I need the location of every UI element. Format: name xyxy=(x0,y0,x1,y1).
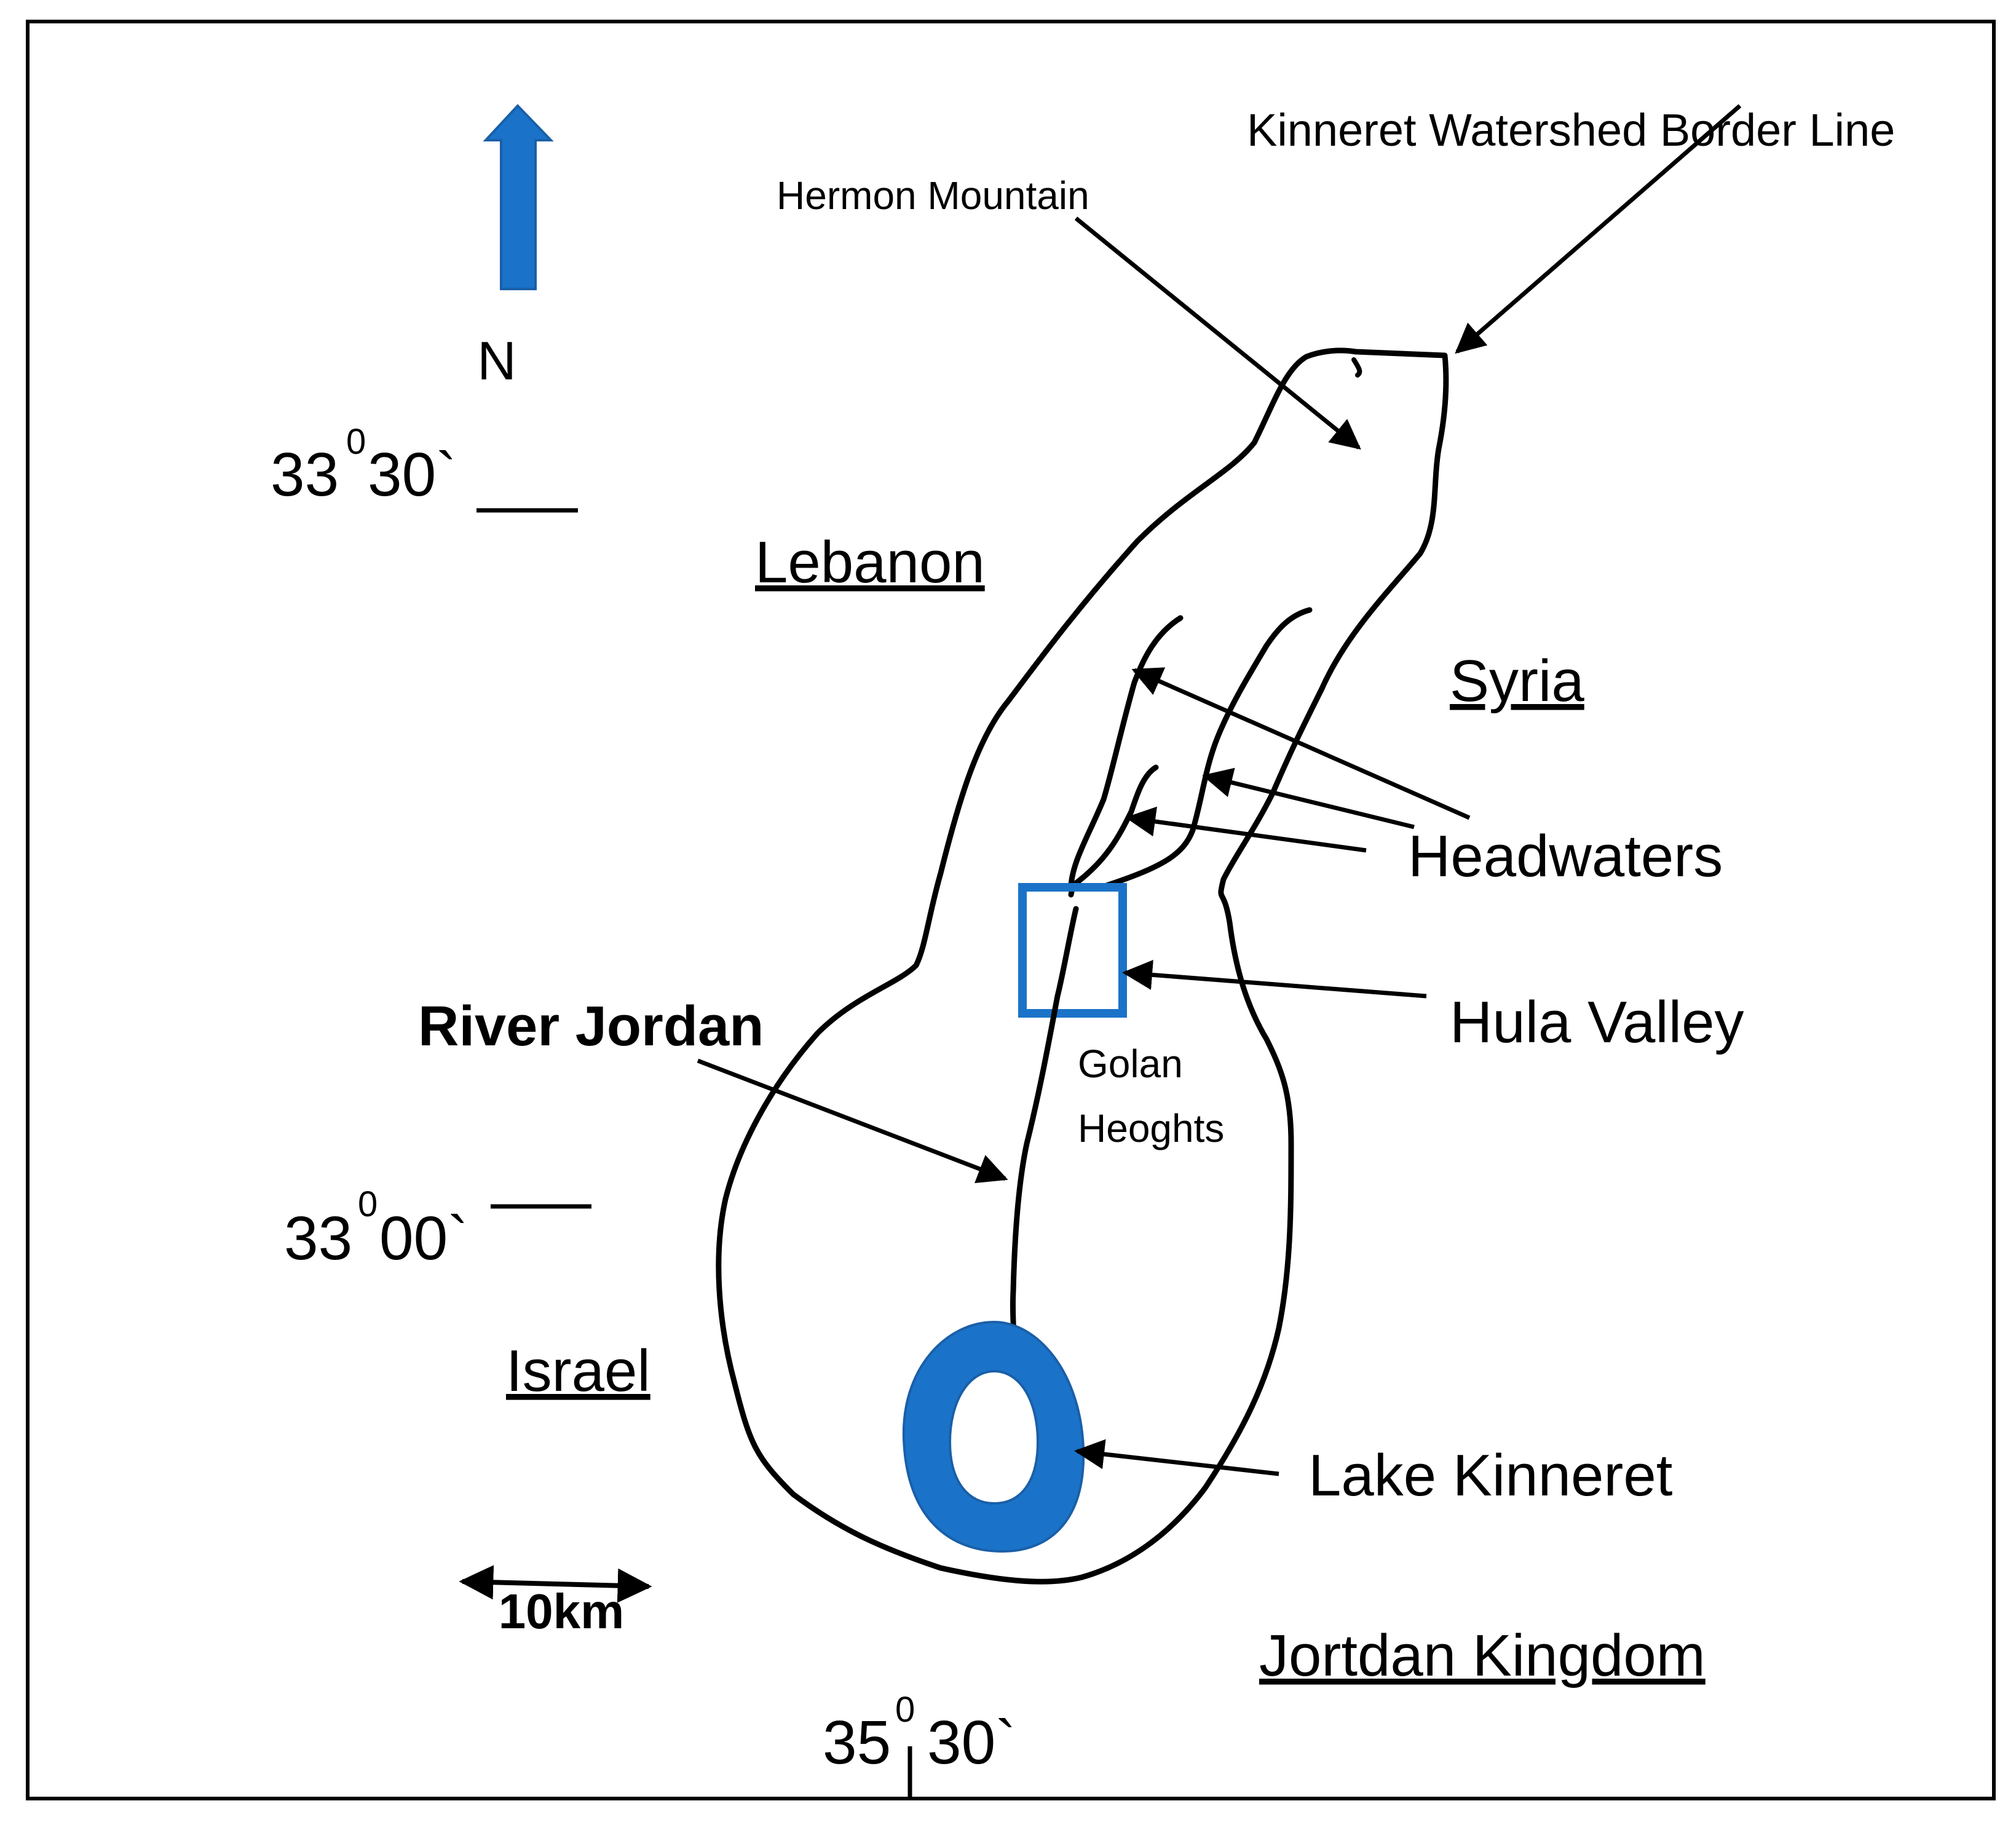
country-syria: Syria xyxy=(1450,648,1584,714)
river-jordan-line xyxy=(1000,906,1079,1350)
headwaters-label: Headwaters xyxy=(1408,823,1723,889)
latitude-degree: 33 xyxy=(271,440,339,509)
annotation-arrows xyxy=(697,104,1742,1476)
latitude-degree-sup: 0 xyxy=(346,422,366,462)
hula-valley-label: Hula Valley xyxy=(1450,989,1744,1055)
arrow-lake xyxy=(1074,1439,1279,1476)
longitude-tick-35-30: 35 0 30` xyxy=(823,1690,1016,1799)
arrow-headwaters-2 xyxy=(1202,767,1415,829)
arrow-headwaters-1 xyxy=(1131,667,1471,820)
scale-bar-line xyxy=(459,1565,652,1603)
country-jordan: Jortdan Kingdom xyxy=(1259,1623,1706,1688)
hula-valley-box xyxy=(1018,883,1127,1018)
country-israel: Israel xyxy=(506,1338,650,1404)
latitude-degree: 33 xyxy=(284,1204,352,1273)
latitude-tick-33-30: 33 0 30` xyxy=(271,422,578,513)
lake-kinneret-label: Lake Kinneret xyxy=(1308,1443,1672,1508)
headwater-streams xyxy=(1068,607,1313,898)
arrow-watershed-border xyxy=(1455,104,1742,354)
map-frame xyxy=(26,20,1996,1800)
longitude-minutes: 30` xyxy=(927,1708,1016,1777)
longitude-degree-sup: 0 xyxy=(895,1690,915,1730)
lake-kinneret-icon xyxy=(902,1320,1085,1553)
latitude-tick-33-00: 33 0 00` xyxy=(284,1184,591,1273)
latitude-minutes: 30` xyxy=(368,440,457,509)
country-lebanon: Lebanon xyxy=(755,529,985,595)
scale-bar: 10km xyxy=(459,1565,652,1639)
longitude-degree: 35 xyxy=(823,1708,891,1777)
scale-label: 10km xyxy=(499,1584,625,1639)
river-jordan-label: River Jordan xyxy=(418,995,764,1058)
arrow-hula xyxy=(1122,959,1427,999)
watershed-border-label: Kinneret Watershed Border Line xyxy=(1247,105,1895,156)
arrow-headwaters-3 xyxy=(1125,806,1367,853)
north-arrow-icon xyxy=(483,104,554,290)
latitude-minutes: 00` xyxy=(379,1204,468,1273)
hermon-peak-notch xyxy=(1351,357,1362,378)
hermon-label: Hermon Mountain xyxy=(777,173,1089,218)
north-label: N xyxy=(477,330,516,391)
arrow-river-jordan xyxy=(697,1058,1008,1184)
arrow-hermon xyxy=(1074,216,1361,450)
golan-heights-label-line1: Golan xyxy=(1078,1042,1183,1086)
latitude-degree-sup: 0 xyxy=(358,1184,378,1224)
golan-heights-label-line2: Heoghts xyxy=(1078,1106,1224,1150)
